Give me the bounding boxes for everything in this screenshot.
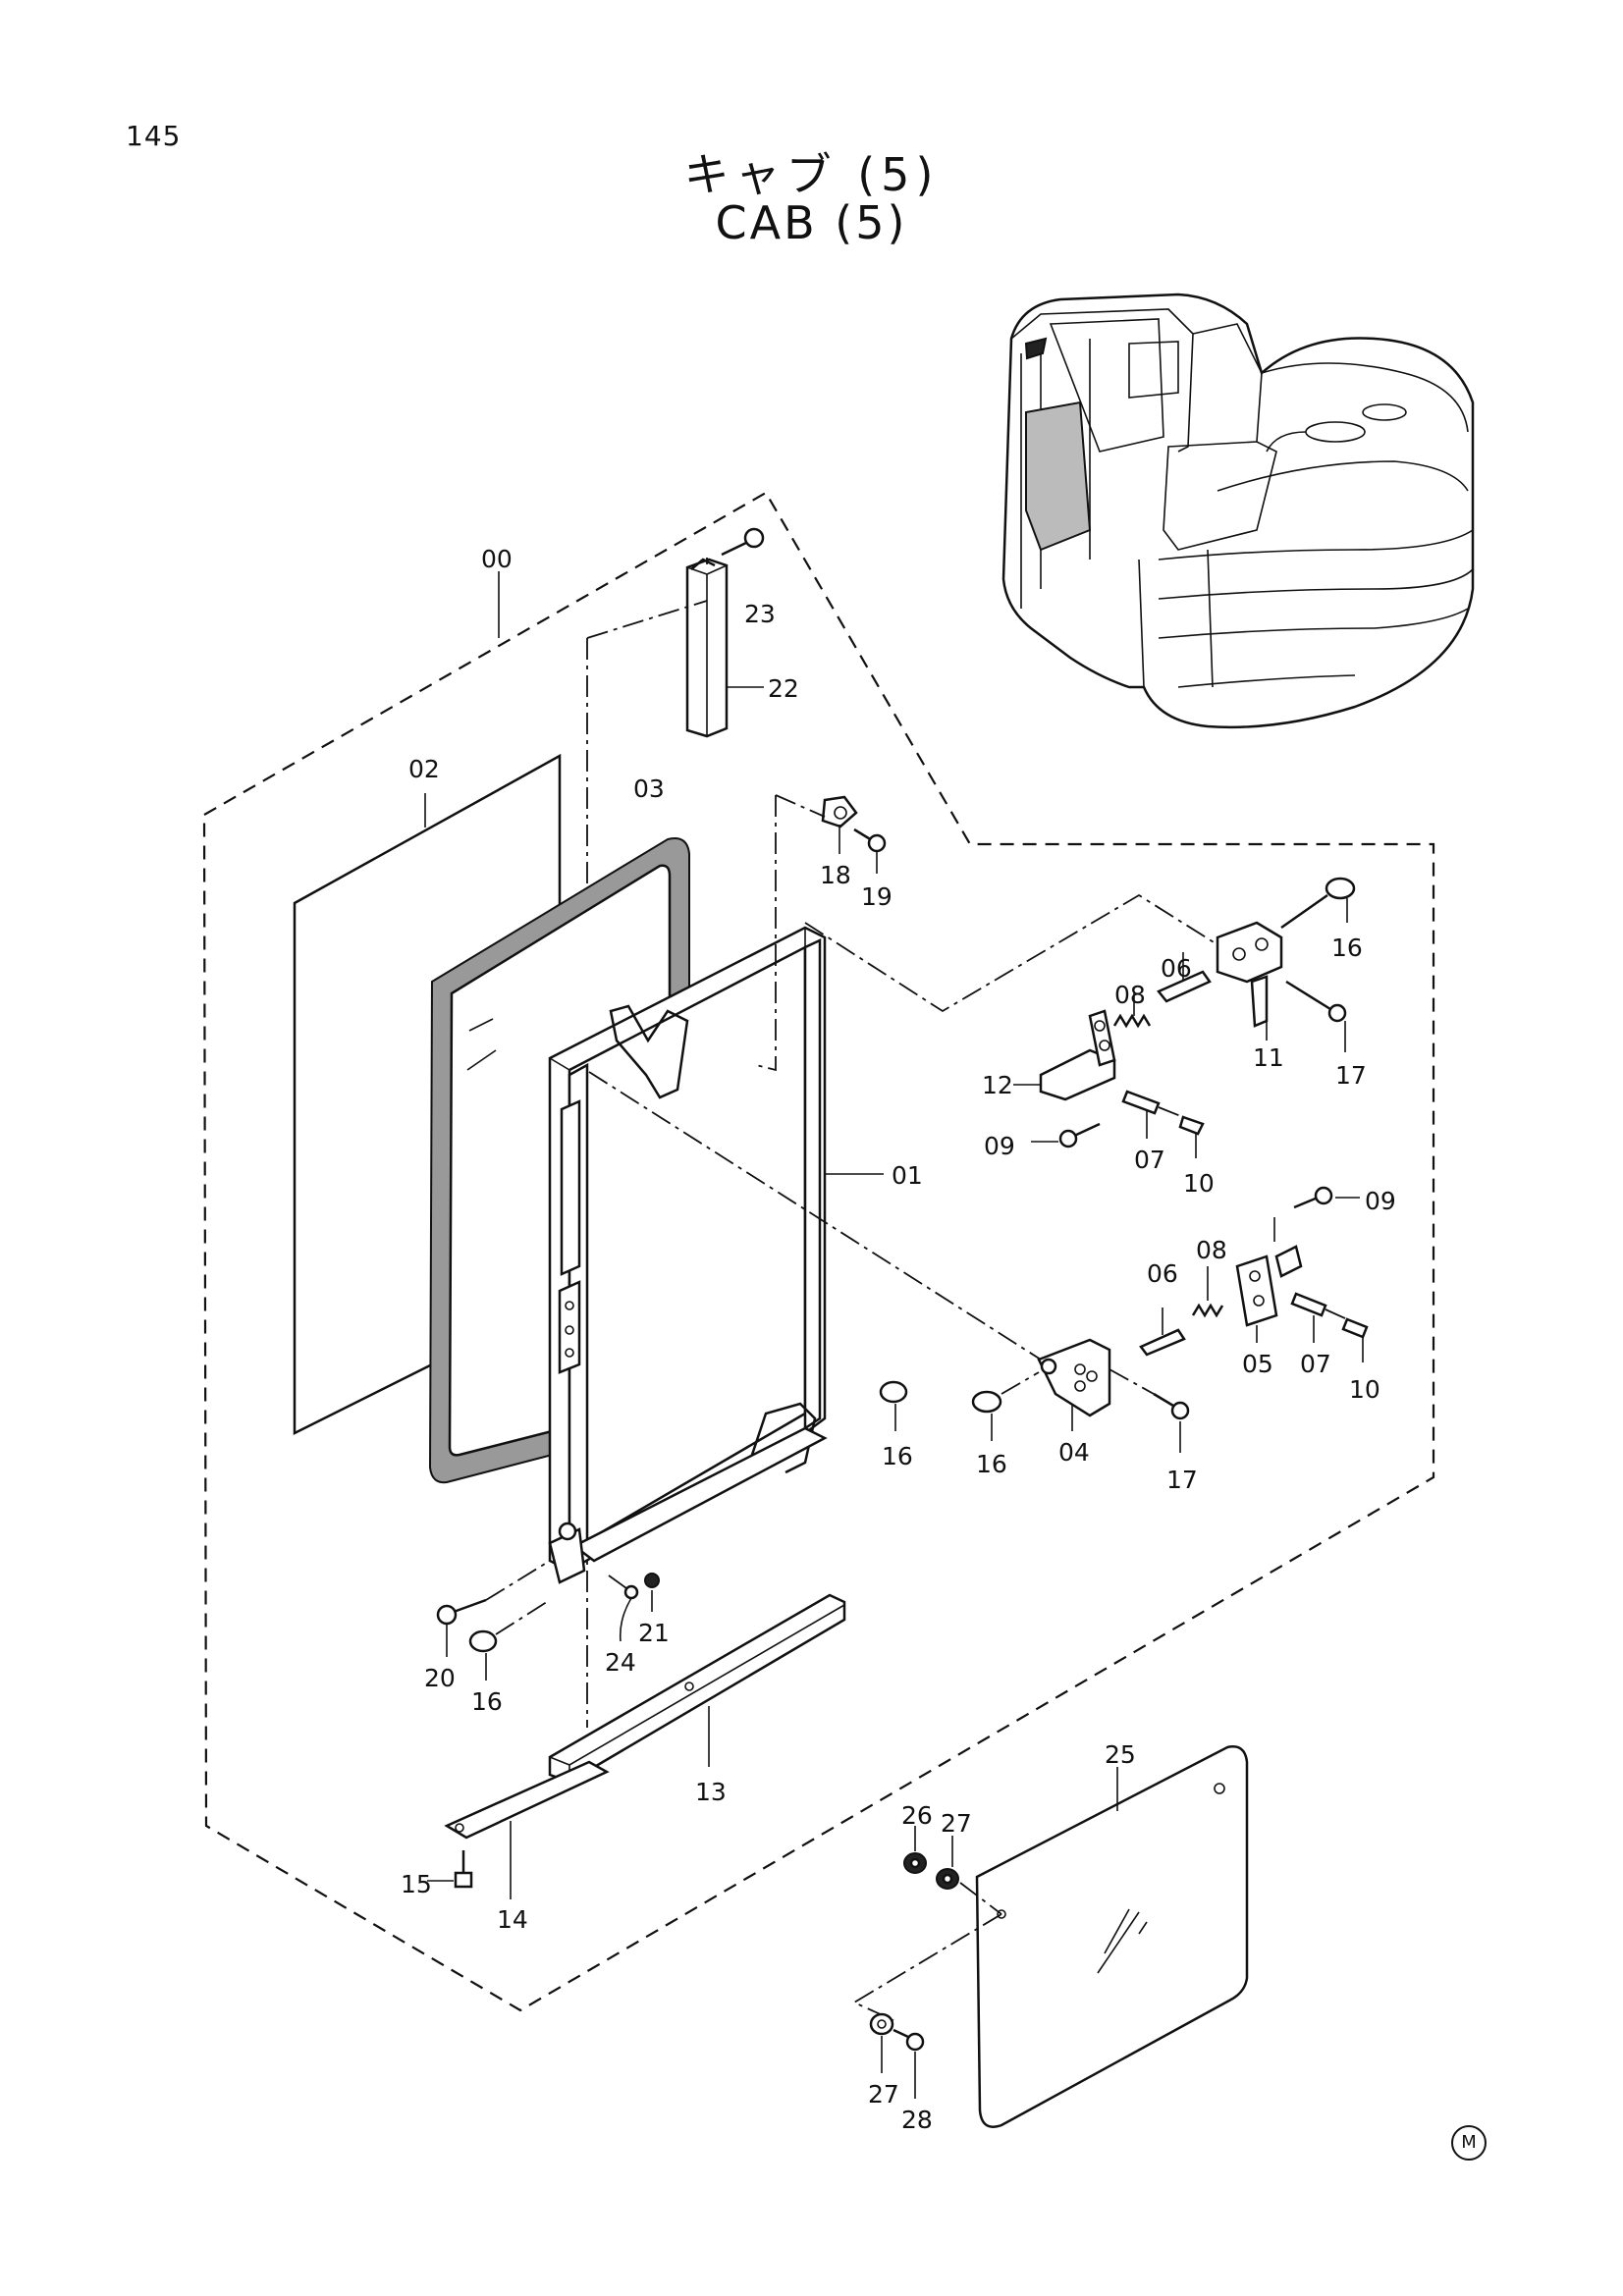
- cab-overview-illustration: [1001, 293, 1475, 729]
- bolt-part-09-upper: [1031, 1122, 1101, 1148]
- callout-04: 04: [1058, 1438, 1090, 1467]
- pin-part-07-lower: [1290, 1292, 1327, 1343]
- manufacturer-mark: M: [1451, 2125, 1487, 2161]
- callout-07: 07: [1134, 1146, 1165, 1174]
- cap-part-16-lower-right: [971, 1371, 1040, 1441]
- callout-24: 24: [605, 1648, 636, 1677]
- callout-12: 12: [982, 1071, 1013, 1099]
- callout-16-frame: 16: [882, 1442, 913, 1470]
- pin-part-10-upper: [1158, 1106, 1205, 1158]
- screw-part-19: [853, 828, 887, 874]
- pin-part-10-lower: [1325, 1308, 1369, 1362]
- hinge-part-11: [1216, 921, 1283, 1041]
- bushing-part-16-left: [468, 1599, 551, 1681]
- callout-08: 08: [1114, 981, 1146, 1009]
- hinge-part-04: [1037, 1338, 1111, 1431]
- callout-23: 23: [744, 600, 776, 628]
- page-number: 145: [126, 120, 182, 152]
- reference-line-11: [804, 893, 1238, 1013]
- washer-part-27-lower: [869, 2012, 894, 2073]
- hinge-part-05: [1235, 1217, 1303, 1343]
- callout-16: 16: [1331, 934, 1363, 962]
- hinge-part-12: [1013, 1009, 1116, 1101]
- callout-05: 05: [1242, 1350, 1273, 1378]
- callout-09: 09: [984, 1132, 1015, 1160]
- callout-10: 10: [1183, 1169, 1215, 1198]
- pin-part-07-upper: [1121, 1090, 1161, 1139]
- bolt-part-20: [436, 1560, 551, 1657]
- spring-part-08-upper: [1112, 991, 1152, 1029]
- bolt-part-17-upper: [1285, 980, 1347, 1052]
- callout-09-lower: 09: [1365, 1187, 1396, 1215]
- callout-07-lower: 07: [1300, 1350, 1331, 1378]
- cap-part-16-right-frame: [879, 1380, 908, 1431]
- reference-line-04: [588, 1071, 1042, 1361]
- washer-part-27-upper: [936, 1836, 1002, 1915]
- callout-06: 06: [1161, 954, 1192, 983]
- callout-17-lower: 17: [1166, 1466, 1198, 1494]
- callout-06-lower: 06: [1147, 1259, 1178, 1288]
- callout-27-lower: 27: [868, 2080, 899, 2109]
- assembly-boundary: [202, 491, 1435, 2012]
- bolt-part-17-lower: [1109, 1368, 1190, 1453]
- page-title-japanese: キャブ (5): [683, 148, 940, 201]
- bushing-part-26: [903, 1826, 927, 1874]
- callout-08-lower: 08: [1196, 1236, 1227, 1264]
- callout-17: 17: [1335, 1061, 1367, 1090]
- bolt-part-23: [721, 527, 765, 557]
- callout-02: 02: [408, 755, 440, 783]
- callout-01: 01: [892, 1161, 923, 1190]
- bolt-part-28: [893, 2028, 925, 2099]
- callout-03: 03: [633, 774, 665, 803]
- clip-part-18: [821, 795, 858, 854]
- callout-18: 18: [820, 861, 851, 889]
- cap-part-16-upper: [1280, 877, 1356, 930]
- bolt-part-15: [427, 1850, 473, 1889]
- callout-16-left: 16: [471, 1687, 503, 1716]
- glass-part-25: [975, 1745, 1249, 2128]
- reference-line-18: [755, 794, 826, 1072]
- callout-22: 22: [768, 674, 799, 703]
- callout-21: 21: [638, 1619, 670, 1647]
- callout-26: 26: [901, 1801, 933, 1830]
- spring-part-08-lower: [1191, 1266, 1224, 1318]
- callout-14: 14: [497, 1905, 528, 1934]
- page-title-english: CAB (5): [715, 196, 908, 249]
- callout-10-lower: 10: [1349, 1375, 1380, 1404]
- callout-20: 20: [424, 1664, 456, 1692]
- bolt-part-09-lower: [1293, 1186, 1360, 1209]
- callout-15: 15: [401, 1870, 432, 1898]
- callout-27: 27: [941, 1809, 972, 1838]
- callout-16-hinge: 16: [976, 1450, 1007, 1478]
- channel-part-22: [685, 558, 764, 738]
- bracket-part-14: [444, 1760, 610, 1899]
- door-frame-part-01: [548, 926, 884, 1584]
- nut-part-21: [644, 1573, 660, 1612]
- washer-part-24: [608, 1575, 639, 1642]
- callout-00: 00: [481, 545, 513, 573]
- callout-19: 19: [861, 882, 893, 911]
- callout-25: 25: [1105, 1740, 1136, 1769]
- reference-line: [586, 558, 708, 639]
- callout-28: 28: [901, 2106, 933, 2134]
- pin-part-06-upper: [1157, 952, 1212, 1003]
- rail-part-13: [548, 1593, 846, 1784]
- pin-part-06-lower: [1139, 1308, 1186, 1357]
- callout-13: 13: [695, 1778, 727, 1806]
- callout-11: 11: [1253, 1043, 1284, 1072]
